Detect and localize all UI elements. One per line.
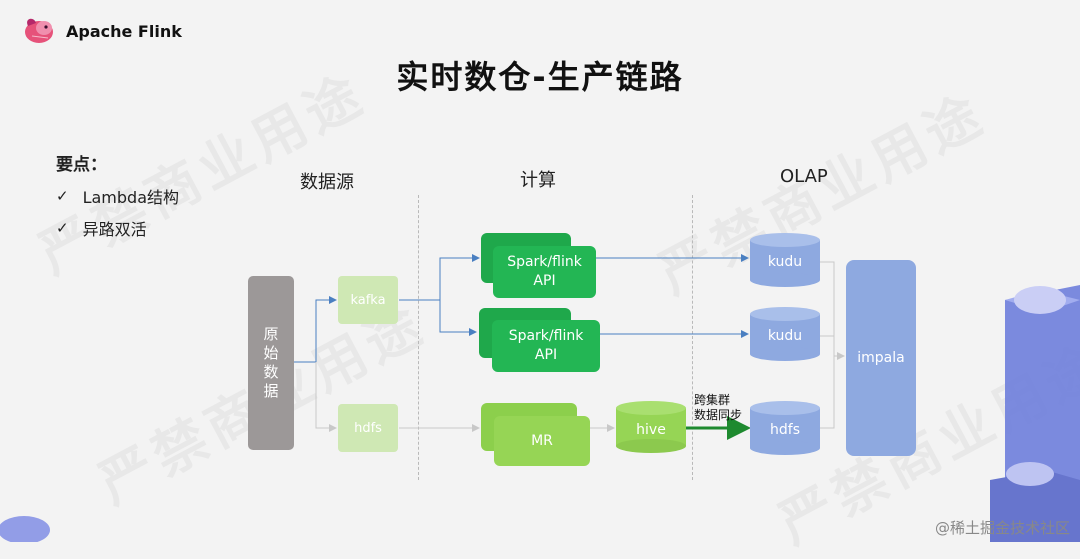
- section-divider: [418, 195, 419, 480]
- hdfs-source-node: hdfs: [338, 404, 398, 452]
- spark-api-node-1: Spark/flink API: [493, 246, 596, 298]
- check-icon: ✓: [56, 219, 69, 237]
- key-points-heading: 要点：: [56, 155, 107, 175]
- column-label-compute: 计算: [520, 170, 556, 191]
- arrow-hdfs-impala: [820, 352, 845, 429]
- arrow-raw-hdfs: [315, 362, 337, 432]
- spark-api-node-2: Spark/flink API: [492, 320, 600, 372]
- hive-cylinder: [616, 401, 686, 453]
- footer-credit: @稀土掘金技术社区: [934, 519, 1070, 537]
- arrow-kudu1-impala: [820, 261, 844, 357]
- flink-squirrel-icon: [25, 18, 53, 43]
- raw-data-node: 原 始 数 据: [248, 276, 294, 450]
- decorative-cloud-cubes: [0, 285, 1080, 542]
- key-point: ✓ 异路双活: [56, 216, 147, 240]
- brand-name: Apache Flink: [66, 21, 182, 41]
- key-point-text: 异路双活: [82, 220, 147, 239]
- kafka-node: kafka: [338, 276, 398, 324]
- key-point: ✓ Lambda结构: [56, 184, 179, 208]
- arrow-kafka-spark2: [439, 300, 477, 336]
- kudu-cylinder-1: [750, 233, 820, 287]
- impala-node: impala: [846, 260, 916, 456]
- arrow-raw-kafka: [294, 296, 337, 363]
- hdfs-cylinder-olap: [750, 401, 820, 455]
- column-label-olap: OLAP: [780, 166, 828, 187]
- hdfs-olap-label: hdfs: [770, 422, 800, 438]
- cross-cluster-sync-label: 跨集群 数据同步: [694, 393, 743, 422]
- kudu-label-2: kudu: [767, 328, 803, 344]
- column-label-source: 数据源: [300, 172, 354, 193]
- flow-diagram: [0, 233, 1080, 542]
- hive-label: hive: [636, 422, 666, 438]
- page-title: 实时数仓-生产链路: [396, 58, 684, 96]
- arrow-kafka-spark1: [399, 254, 480, 301]
- kudu-label-1: kudu: [767, 254, 803, 270]
- section-divider: [692, 195, 693, 480]
- brand-logo: Apache Flink: [22, 14, 182, 48]
- check-icon: ✓: [56, 187, 69, 205]
- kudu-cylinder-2: [750, 307, 820, 361]
- key-point-text: Lambda结构: [82, 188, 180, 207]
- mr-node: MR: [494, 416, 590, 466]
